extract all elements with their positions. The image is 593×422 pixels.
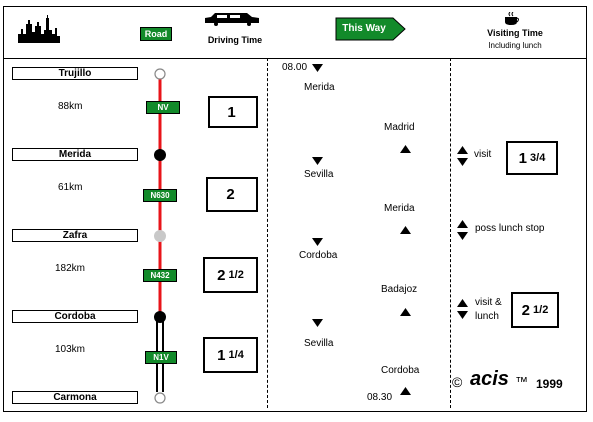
town-trujillo: Trujillo — [12, 67, 138, 80]
town-dot-cordoba — [154, 311, 166, 323]
town-cordoba: Cordoba — [12, 310, 138, 323]
town-dot-trujillo — [154, 68, 166, 80]
distance-leg-3: 182km — [55, 263, 86, 274]
car-icon — [205, 13, 259, 26]
end-time: 08.30 — [367, 392, 393, 403]
trademark-symbol: ™ — [515, 374, 528, 389]
road-sign-leg-4: N1V — [145, 351, 177, 364]
up-down-arrows-icon — [457, 299, 468, 319]
going-stop-1: Merida — [304, 82, 335, 93]
town-merida: Merida — [12, 148, 138, 161]
visit-label-zafra: poss lunch stop — [475, 223, 545, 234]
column-divider — [267, 58, 268, 408]
town-dot-merida — [154, 149, 166, 161]
this-way-arrow — [335, 17, 406, 41]
coffee-cup-icon — [505, 12, 519, 25]
going-stop-2: Sevilla — [304, 169, 334, 180]
road-legend-sign: Road — [140, 27, 172, 41]
up-arrow-icon — [400, 226, 411, 234]
road-sign-leg-2: N630 — [143, 189, 177, 202]
up-down-arrows-icon — [457, 220, 468, 240]
diagram-frame — [3, 6, 587, 412]
town-dot-carmona — [154, 392, 166, 404]
visiting-time-subtitle: Including lunch — [488, 41, 542, 50]
start-time: 08.00 — [282, 62, 308, 73]
acis-logo: acis — [470, 368, 509, 390]
up-arrow-icon — [400, 145, 411, 153]
copyright-symbol: © — [452, 374, 463, 390]
visit-label-merida: visit — [474, 149, 492, 160]
up-arrow-icon — [400, 308, 411, 316]
return-stop-2: Merida — [384, 203, 415, 214]
road-sign-leg-1: NV — [146, 101, 180, 114]
distance-leg-4: 103km — [55, 344, 86, 355]
visit-label-cordoba-line1: visit & — [475, 297, 502, 308]
town-dot-zafra — [154, 230, 166, 242]
driving-time-leg-2: 2 — [206, 177, 258, 212]
down-arrow-icon — [312, 319, 323, 327]
town-carmona: Carmona — [12, 391, 138, 404]
distance-leg-1: 88km — [58, 101, 83, 112]
header-divider — [3, 58, 587, 59]
going-stop-3: Cordoba — [299, 250, 338, 261]
return-stop-1: Madrid — [384, 122, 415, 133]
visit-label-cordoba-line2: lunch — [475, 311, 499, 322]
going-stop-4: Sevilla — [304, 338, 334, 349]
down-arrow-icon — [312, 157, 323, 165]
town-zafra: Zafra — [12, 229, 138, 242]
column-divider — [450, 58, 451, 408]
driving-time-header: Driving Time — [207, 35, 263, 45]
this-way-label: This Way — [342, 23, 386, 34]
city-skyline-icon — [18, 15, 60, 43]
down-arrow-icon — [312, 64, 323, 72]
up-arrow-icon — [400, 387, 411, 395]
up-down-arrows-icon — [457, 146, 468, 166]
road-sign-leg-3: N432 — [143, 269, 177, 282]
return-stop-3: Badajoz — [381, 284, 418, 295]
distance-leg-2: 61km — [58, 182, 83, 193]
year-label: 1999 — [536, 377, 563, 391]
driving-time-leg-1: 1 — [208, 96, 258, 128]
return-stop-4: Cordoba — [381, 365, 420, 376]
down-arrow-icon — [312, 238, 323, 246]
visiting-time-title: Visiting Time — [487, 28, 543, 38]
